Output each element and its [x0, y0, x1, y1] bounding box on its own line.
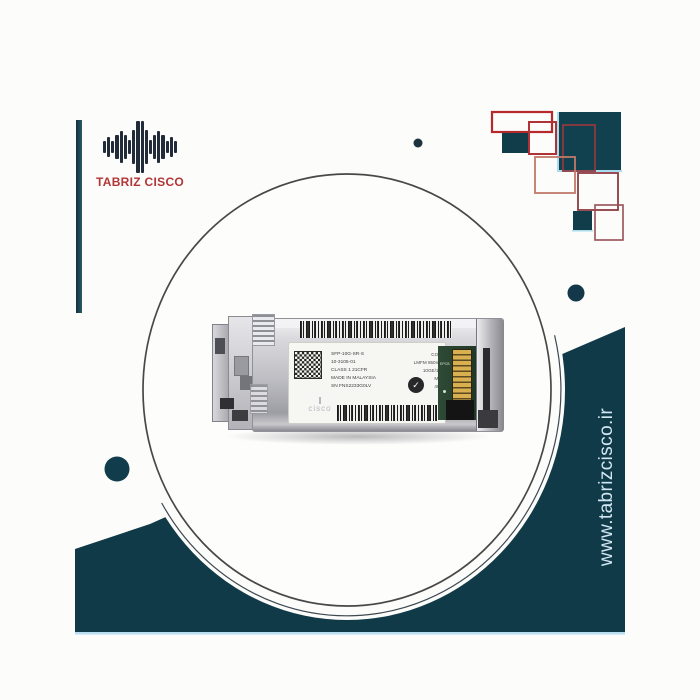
emi-fingers-low — [250, 384, 268, 414]
module-shadow — [224, 428, 492, 445]
label-line: SFP-10G-SR-S — [331, 352, 365, 357]
tiny-teal-square — [573, 211, 592, 231]
emi-fingers-top — [252, 314, 275, 346]
qr-code-icon — [294, 351, 322, 379]
label-line: 10-3105-01 — [331, 359, 356, 365]
cisco-bars-icon — [297, 397, 343, 404]
latch-slot — [232, 410, 248, 421]
band-bottom-highlight — [75, 632, 625, 635]
logo-accent-bar — [76, 120, 82, 313]
end-cap-latch — [478, 410, 498, 428]
latch-slot — [234, 356, 249, 376]
cisco-bridge-icon — [100, 120, 180, 174]
big-square-left-edge — [557, 112, 559, 172]
label-line: 10GE/1G — [422, 368, 442, 374]
latch-slot — [215, 338, 225, 354]
logo-title: TABRIZ CISCO — [96, 175, 185, 189]
grayred-square-outline — [594, 204, 624, 241]
small-teal-rect — [502, 133, 528, 153]
label-line: MADE IN MALAYSIA — [331, 375, 376, 381]
label-line: CLASS 1 21CFR — [331, 367, 368, 373]
label-text-left: SFP-10G-SR-S 10-3105-01 CLASS 1 21CFR MA… — [331, 351, 403, 391]
product-label: SFP-10G-SR-S 10-3105-01 CLASS 1 21CFR MA… — [288, 342, 446, 424]
pcb-edge: EPCB — [438, 346, 476, 420]
website-url-vertical: www.tabrizcisco.ir — [596, 407, 617, 567]
big-teal-square — [558, 112, 621, 171]
label-line: LMFM 850nm — [413, 360, 442, 366]
maroon-square-overlap — [562, 124, 596, 172]
label-barcode — [337, 405, 437, 421]
label-line: COM — [431, 352, 442, 357]
compliance-check-icon: ✓ — [408, 377, 424, 393]
red-square-outline — [528, 121, 557, 155]
pcb-test-point — [443, 390, 446, 393]
end-cap-slot — [483, 348, 490, 420]
top-barcode — [300, 321, 452, 338]
dot-large — [104, 456, 130, 482]
label-line: SN FNS2233G0LV — [331, 383, 372, 389]
tiny-square-edge — [572, 230, 593, 232]
cisco-logo-mark: cisco — [297, 397, 343, 413]
pcb-silkscreen-text: EPCB — [440, 362, 450, 366]
dot-small — [413, 138, 423, 148]
sfp-module-image: SFP-10G-SR-S 10-3105-01 CLASS 1 21CFR MA… — [212, 312, 507, 448]
cisco-word: cisco — [308, 404, 332, 413]
square-cluster — [490, 110, 624, 241]
gold-connector-fingers — [452, 349, 472, 401]
dot-medium — [567, 284, 585, 302]
latch-slot — [220, 398, 234, 409]
pcb-notch — [446, 400, 474, 420]
latch-slot — [240, 376, 252, 390]
secondary-arc — [161, 335, 562, 617]
salmon-square-outline — [534, 156, 576, 194]
maroon-square-outline — [577, 172, 619, 211]
